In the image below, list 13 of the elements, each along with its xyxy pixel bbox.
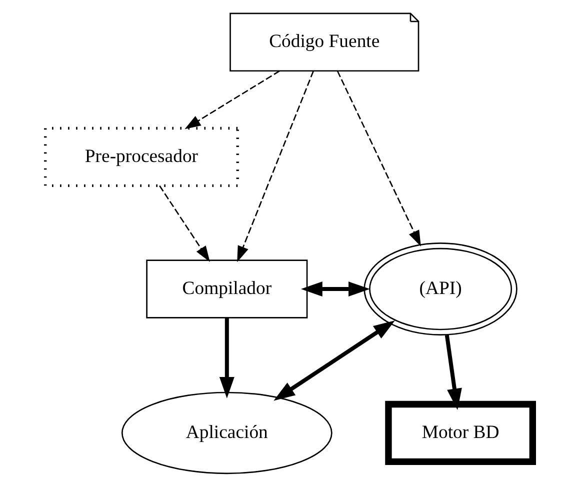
arrow [218,318,234,398]
node-box: Motor BD [384,400,536,465]
node-box: Pre-procesador [44,126,238,188]
arrow [444,334,462,410]
node-box: Compilador [146,260,308,318]
arrow [336,70,420,246]
node-ellipse: (API) [363,242,517,336]
arrow [236,70,314,262]
node-ellipse: Aplicación [120,392,332,474]
arrow [300,282,370,296]
arrow [273,320,394,401]
arrow [158,185,210,262]
arrow [184,70,280,130]
